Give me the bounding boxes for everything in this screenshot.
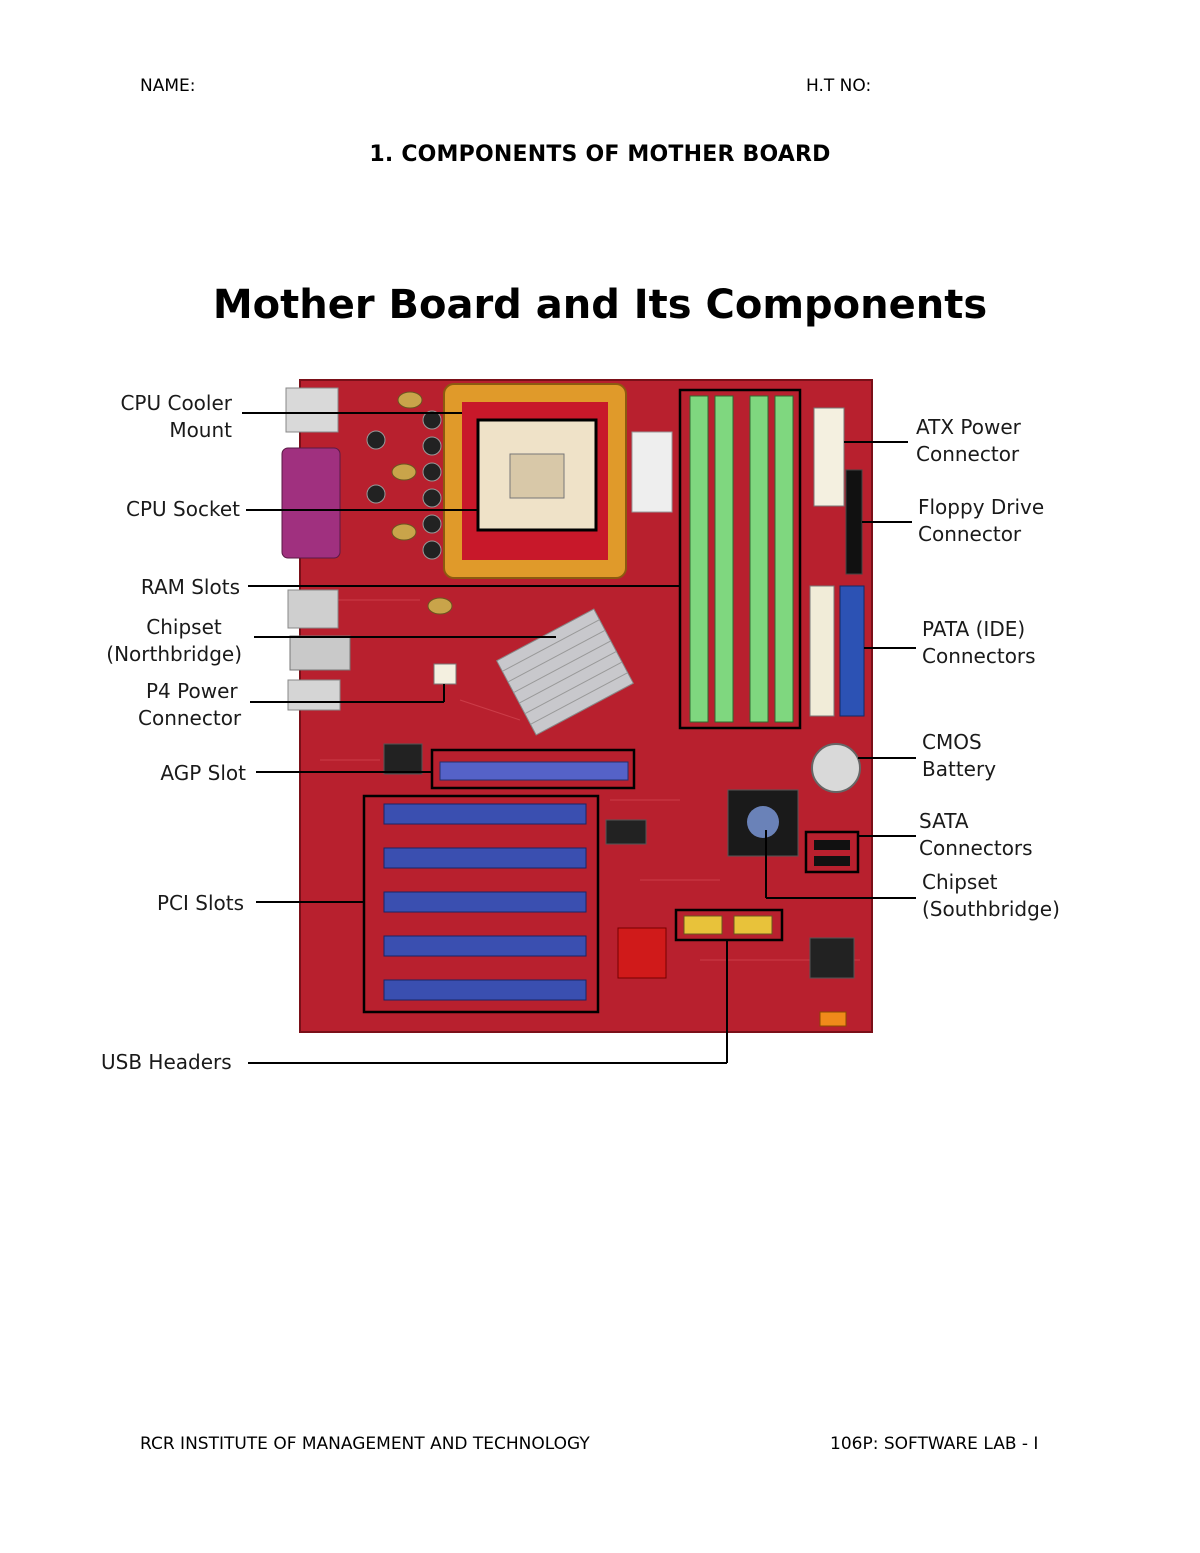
label-line: RAM Slots — [140, 575, 240, 599]
footer-course: 106P: SOFTWARE LAB - I — [830, 1434, 1039, 1454]
label-line: CMOS — [922, 730, 982, 754]
label-line: CPU Socket — [126, 497, 240, 521]
pci-slot — [383, 847, 587, 869]
pci-slots-frame — [362, 794, 600, 1014]
label-agp-slot: AGP Slot — [100, 760, 246, 787]
label-cpu-socket: CPU Socket — [100, 496, 240, 523]
label-line: SATA — [919, 809, 969, 833]
ram-slot — [689, 395, 709, 723]
northbridge-heatsink — [496, 608, 634, 736]
label-line: USB Headers — [101, 1050, 232, 1074]
htno-label: H.T NO: — [806, 76, 872, 96]
label-cmos: CMOS Battery — [922, 729, 1042, 783]
label-line: P4 Power — [146, 679, 238, 703]
floppy-connector — [845, 469, 863, 575]
sata-connector — [814, 856, 850, 866]
label-pci-slots: PCI Slots — [100, 890, 244, 917]
label-line: Connector — [918, 522, 1022, 546]
sata-connector — [814, 840, 850, 850]
cmos-battery — [811, 743, 861, 793]
lan-port — [289, 635, 351, 671]
label-line: AGP Slot — [160, 761, 246, 785]
label-line: Chipset — [146, 615, 222, 639]
capacitors — [366, 410, 442, 560]
leader-lines — [242, 412, 916, 1064]
agp-slot-frame — [430, 748, 636, 790]
red-component — [617, 927, 667, 979]
label-line: Mount — [169, 418, 232, 442]
pata-connector — [809, 585, 835, 717]
label-pata: PATA (IDE) Connectors — [922, 616, 1072, 670]
label-sata: SATA Connectors — [919, 808, 1069, 862]
parallel-port — [281, 447, 341, 559]
label-line: PCI Slots — [156, 891, 244, 915]
label-usb-headers: USB Headers — [101, 1049, 241, 1076]
usb-ports — [287, 589, 339, 629]
label-line: Connector — [138, 706, 242, 730]
pci-slot — [383, 891, 587, 913]
board-sticker — [631, 431, 673, 513]
label-ram-slots: RAM Slots — [100, 574, 240, 601]
label-line: Connectors — [919, 836, 1033, 860]
label-line: Chipset — [922, 870, 998, 894]
rear-io-top — [285, 387, 339, 433]
audio-ports — [287, 679, 341, 711]
label-line: Battery — [922, 757, 997, 781]
pci-slot-group — [383, 803, 587, 1001]
io-chip — [383, 743, 423, 775]
pata-connector — [839, 585, 865, 717]
atx-power-connector — [813, 407, 845, 507]
label-cpu-cooler-mount: CPU Cooler Mount — [100, 390, 232, 444]
figure-title: Mother Board and Its Components — [212, 282, 988, 328]
label-floppy: Floppy Drive Connector — [918, 494, 1078, 548]
ram-slot — [714, 395, 734, 723]
pci-slot — [383, 935, 587, 957]
label-line: CPU Cooler — [120, 391, 232, 415]
ram-slot — [749, 395, 769, 723]
sata-connectors-frame — [804, 830, 860, 874]
name-label: NAME: — [140, 76, 196, 96]
label-line: PATA (IDE) — [922, 617, 1026, 641]
document-title: 1. COMPONENTS OF MOTHER BOARD — [369, 142, 831, 167]
chip — [605, 819, 647, 845]
usb-headers-frame — [674, 908, 784, 942]
chip — [809, 937, 855, 979]
footer-institute: RCR INSTITUTE OF MANAGEMENT AND TECHNOLO… — [140, 1434, 590, 1454]
ram-slots-frame — [678, 388, 802, 730]
label-chipset-southbridge: Chipset (Southbridge) — [922, 869, 1082, 923]
usb-header — [683, 915, 723, 935]
usb-header — [733, 915, 773, 935]
ram-slot-group — [689, 395, 794, 723]
pci-slot — [383, 803, 587, 825]
label-p4-power: P4 Power Connector — [138, 678, 258, 732]
inductor-coils — [391, 391, 453, 615]
label-line: (Southbridge) — [922, 897, 1060, 921]
agp-slot — [439, 761, 629, 781]
label-line: (Northbridge) — [106, 642, 242, 666]
label-chipset-northbridge: Chipset (Northbridge) — [96, 614, 242, 668]
label-line: Connector — [916, 442, 1020, 466]
p4-power-connector — [433, 663, 457, 685]
label-line: Floppy Drive — [918, 495, 1045, 519]
front-panel-connector — [819, 1011, 847, 1027]
label-line: ATX Power — [916, 415, 1021, 439]
pci-slot — [383, 979, 587, 1001]
label-line: Connectors — [922, 644, 1036, 668]
label-atx-power: ATX Power Connector — [916, 414, 1066, 468]
ram-slot — [774, 395, 794, 723]
